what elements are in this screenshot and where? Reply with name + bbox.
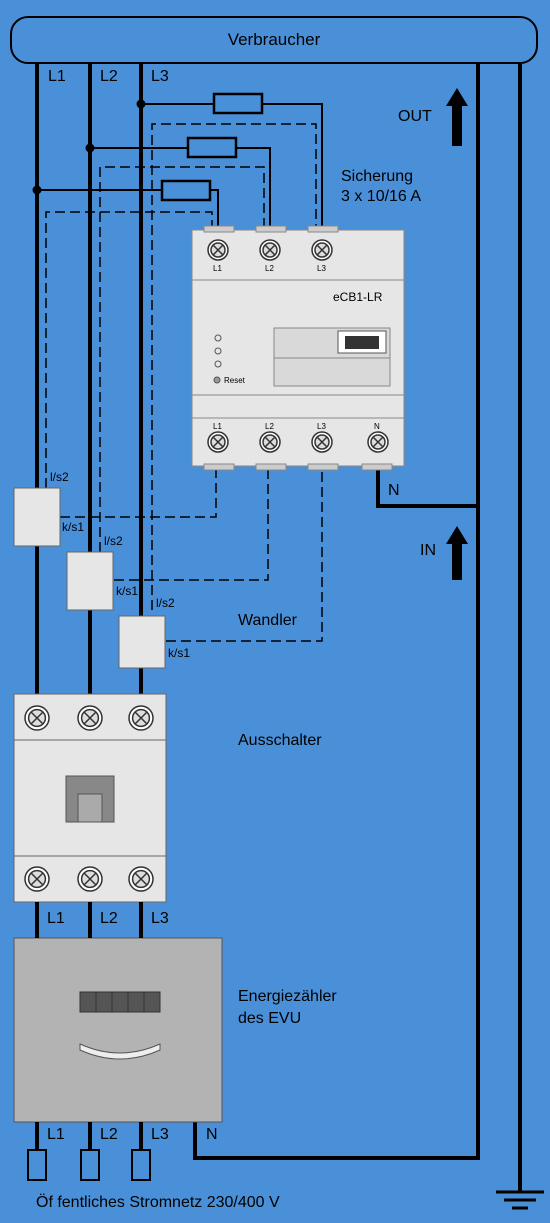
ct-wire-l2-ks1 [114, 466, 269, 581]
ground-icon [496, 1190, 544, 1210]
ct-ks1-label: k/s1 [62, 520, 85, 534]
terminal-label: L2 [265, 264, 274, 273]
terminal-label: L1 [213, 264, 222, 273]
main-fuse-l2 [80, 1149, 100, 1181]
n-label: N [388, 482, 400, 499]
main-fuse-l1 [27, 1149, 47, 1181]
ct-ls2-label: l/s2 [156, 596, 175, 610]
phase-label: L3 [151, 910, 169, 927]
ct-l3 [118, 615, 166, 669]
phase-label: L2 [100, 910, 118, 927]
terminal-label: L3 [317, 422, 326, 431]
ct-ls2-label: l/s2 [50, 470, 69, 484]
phase-label: L1 [47, 910, 65, 927]
out-label: OUT [398, 108, 432, 125]
led-icon [214, 360, 222, 368]
consumer-box: Verbraucher [10, 16, 538, 64]
phase-label: L3 [151, 1126, 169, 1143]
fuse-l3 [212, 92, 264, 115]
out-arrow-icon [446, 88, 468, 146]
terminal-label: L3 [317, 264, 326, 273]
ecb1-lr-device [191, 225, 405, 471]
ct-wire-l1-ls2 [45, 211, 213, 488]
ct-wire-l3-ls2 [151, 123, 317, 610]
terminal-label: L1 [213, 422, 222, 431]
fuse-wire-l3b [262, 103, 323, 228]
in-arrow-icon [446, 526, 468, 580]
ct-ks1-label: k/s1 [116, 584, 139, 598]
ecb-name: eCB1-LR [333, 290, 383, 304]
phase-label: L2 [100, 1126, 118, 1143]
n-wire-ecb [376, 466, 480, 508]
fuse-wire-l2b [236, 147, 271, 228]
ct-wire-l2-ls2 [99, 166, 265, 552]
reset-button-icon [213, 376, 221, 384]
reset-label: Reset [224, 376, 245, 385]
energy-meter [13, 937, 223, 1123]
terminal-label: N [374, 422, 380, 431]
phase-label: L2 [100, 68, 118, 85]
phase-label: N [206, 1126, 218, 1143]
meter-disc-icon [79, 1043, 161, 1060]
ct-wire-l1-ks1 [60, 466, 217, 518]
ct-l2 [66, 551, 114, 611]
ct-ks1-label: k/s1 [168, 646, 191, 660]
meter-label-sub: des EVU [238, 1010, 302, 1027]
meter-counter-icon [79, 991, 161, 1013]
fuse-l2 [186, 136, 238, 159]
fuse-label: Sicherung [341, 168, 414, 185]
ct-l1 [13, 487, 61, 547]
fuse-rating: 3 x 10/16 A [341, 188, 422, 205]
ct-ls2-label: l/s2 [104, 534, 123, 548]
wandler-label: Wandler [238, 612, 297, 629]
phase-label: L1 [48, 68, 66, 85]
consumer-label: Verbraucher [227, 30, 321, 49]
ct-wire-l3-ks1 [166, 466, 323, 642]
main-fuse-l3 [131, 1149, 151, 1181]
meter-label: Energiezähler [238, 988, 337, 1005]
led-icon [214, 334, 222, 342]
footer-label: Öf fentliches Stromnetz 230/400 V [36, 1194, 280, 1211]
in-label: IN [420, 542, 436, 559]
phase-label: L1 [47, 1126, 65, 1143]
fuse-l1 [160, 179, 212, 202]
phase-label: L3 [151, 68, 169, 85]
ausschalter-label: Ausschalter [238, 732, 322, 749]
fuse-wire-l1b [210, 189, 219, 228]
terminal-label: L2 [265, 422, 274, 431]
led-icon [214, 347, 222, 355]
